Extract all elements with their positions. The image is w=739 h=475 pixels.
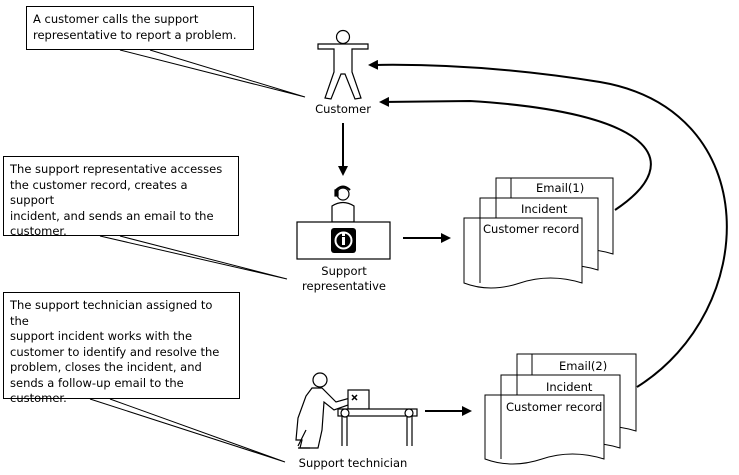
email-2-label: Email(2): [559, 359, 607, 373]
arrow-stack1-to-customer: [379, 96, 652, 211]
callout-pointer-customer: [119, 49, 306, 98]
customer-record-1-label: Customer record: [483, 222, 579, 236]
callout-rep-accesses: The support representative accesses the …: [3, 156, 239, 238]
support-technician-label: Support technician: [298, 456, 408, 470]
incident-2-label: Incident: [546, 380, 593, 394]
customer-record-2-label: Customer record: [506, 400, 602, 414]
callout-pointer-rep: [99, 235, 288, 280]
email-1-label: Email(1): [536, 181, 584, 195]
customer-record-1-document: [463, 217, 583, 289]
callout-tech-assigned: The support technician assigned to the s…: [3, 292, 240, 405]
callout-pointer-tech: [89, 398, 286, 463]
arrow-stack2-to-customer: [368, 59, 728, 388]
incident-1-label: Incident: [521, 202, 568, 216]
support-representative-label: Support representative: [302, 264, 386, 293]
worker-at-workbench-icon: [295, 372, 418, 449]
person-icon: [317, 29, 369, 100]
document-stack-1: [463, 177, 614, 289]
callout-customer-calls: A customer calls the support representat…: [26, 6, 254, 50]
document-stack-2: [484, 353, 637, 465]
info-icon: [331, 228, 356, 253]
customer-label: Customer: [315, 102, 371, 116]
customer-record-2-document: [484, 394, 605, 465]
